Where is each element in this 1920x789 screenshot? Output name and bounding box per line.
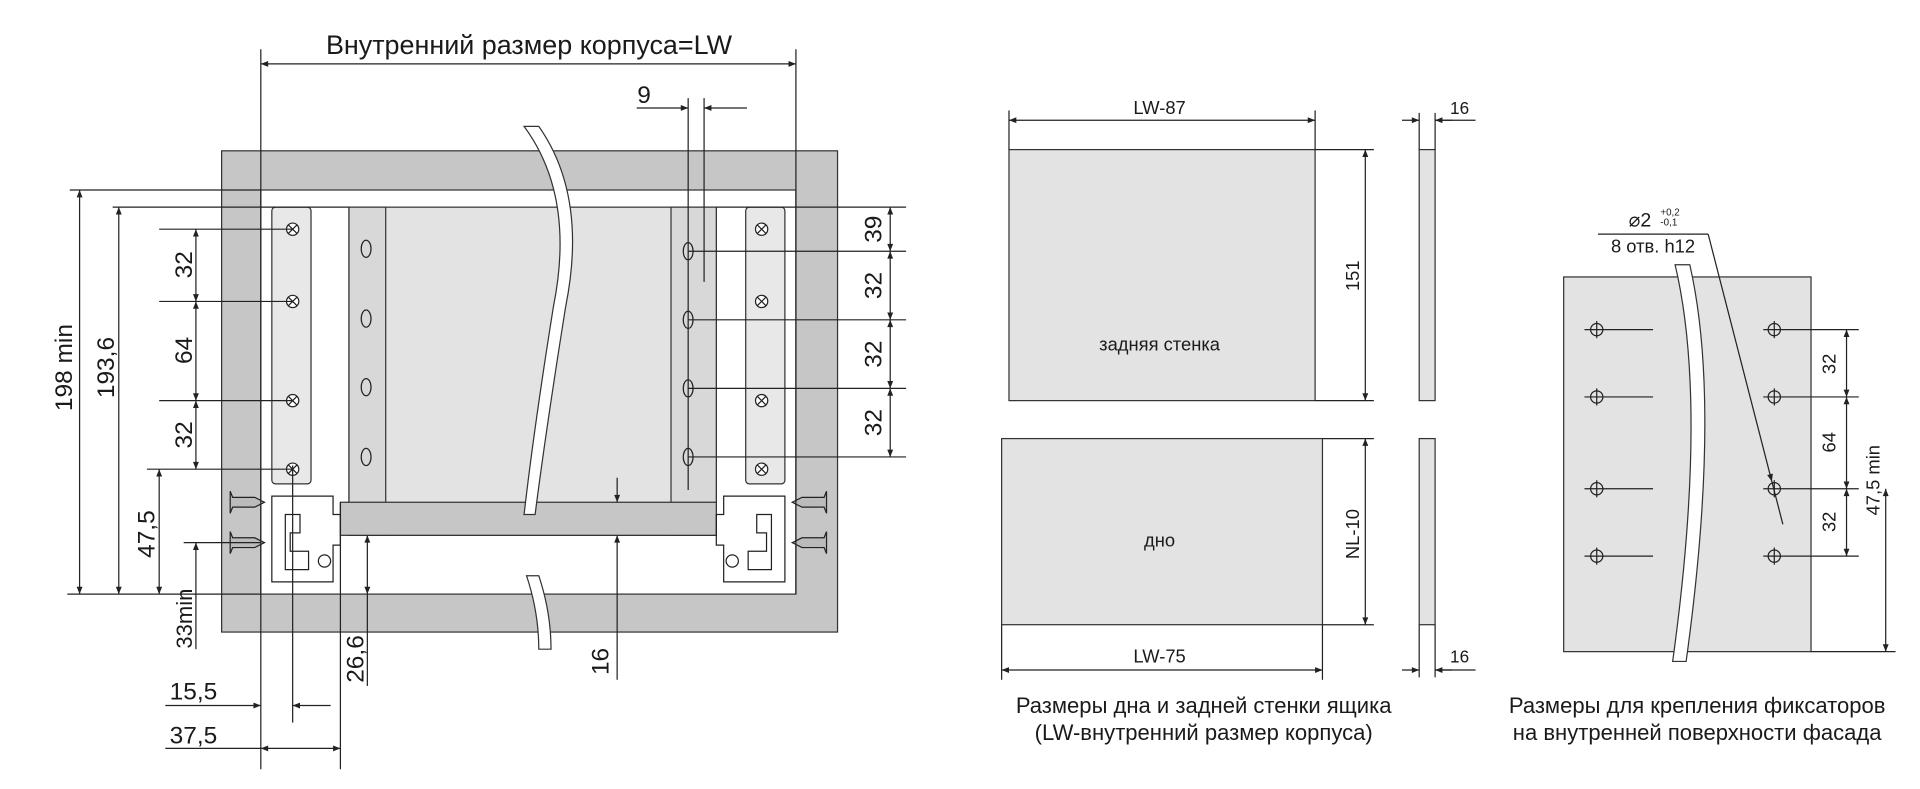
caption-right-1: Размеры для крепления фиксаторов bbox=[1509, 693, 1886, 718]
rear-wall-label: задняя стенка bbox=[1099, 333, 1221, 354]
break-line-top bbox=[522, 125, 574, 516]
dim-32-left-2: 32 bbox=[171, 421, 198, 448]
rear-wall-thickness bbox=[1418, 148, 1436, 402]
screw-cross bbox=[756, 296, 767, 307]
dim-32-facade-2: 32 bbox=[1819, 512, 1840, 532]
oval-hole bbox=[360, 447, 372, 467]
cabinet-section-drawing: Внутренний размер корпуса=LW 9 39 32 32 … bbox=[51, 30, 907, 770]
oval-hole bbox=[360, 309, 372, 328]
dim-lw-87: LW-87 bbox=[1133, 97, 1185, 118]
screw-cross bbox=[287, 296, 298, 307]
break-line-bottom bbox=[525, 575, 552, 650]
caption-middle-2: (LW-внутренний размер корпуса) bbox=[1035, 720, 1373, 745]
dim-32-right-1: 32 bbox=[861, 272, 888, 299]
dim-64-facade: 64 bbox=[1819, 432, 1840, 452]
dim-32-right-2: 32 bbox=[861, 340, 888, 367]
bottom-label: дно bbox=[1144, 529, 1175, 550]
dimension-lines bbox=[67, 49, 907, 770]
dim-47-5-min: 47,5 min bbox=[1863, 445, 1884, 515]
dim-15-5: 15,5 bbox=[170, 678, 218, 705]
leader-arrow bbox=[1707, 233, 1773, 482]
dim-9: 9 bbox=[637, 82, 651, 109]
dim-37-5: 37,5 bbox=[170, 722, 218, 749]
dim-64-left: 64 bbox=[171, 337, 198, 364]
facade-fixing-drawing: ⌀2 +0,2 -0,1 8 отв. h12 32 64 32 47,5 mi… bbox=[1509, 208, 1896, 745]
title-inner-width: Внутренний размер корпуса=LW bbox=[326, 30, 733, 60]
screw-cross bbox=[287, 224, 298, 234]
right-runner bbox=[745, 206, 786, 485]
oval-hole bbox=[360, 377, 372, 397]
wood-screw-icon bbox=[790, 531, 828, 554]
dimension-lines bbox=[1001, 110, 1476, 680]
caption-right-2: на внутренней поверхности фасада bbox=[1513, 720, 1882, 745]
screw-cross bbox=[756, 464, 767, 474]
dim-32-right-3: 32 bbox=[861, 409, 888, 436]
dim-16-top: 16 bbox=[1450, 98, 1469, 118]
left-roller bbox=[317, 554, 332, 568]
right-runner-profile bbox=[715, 495, 786, 583]
caption-middle-1: Размеры дна и задней стенки ящика bbox=[1016, 693, 1392, 718]
screw-cross bbox=[756, 224, 767, 234]
right-roller bbox=[725, 554, 739, 568]
drawer-parts-drawing: задняя стенка дно LW-87 151 16 NL-10 LW-… bbox=[1001, 97, 1476, 745]
oval-hole bbox=[360, 239, 372, 258]
dim-16-left: 16 bbox=[588, 648, 615, 675]
bottom-thickness bbox=[1418, 437, 1436, 626]
dim-32-left-1: 32 bbox=[171, 251, 198, 278]
runner-screws bbox=[285, 222, 769, 476]
dim-198-min: 198 min bbox=[51, 324, 78, 411]
dim-26-6: 26,6 bbox=[343, 635, 370, 683]
screw-cross bbox=[287, 395, 298, 406]
dim-nl-10: NL-10 bbox=[1342, 509, 1363, 559]
wood-screw-icon bbox=[790, 491, 828, 514]
extension-line bbox=[1771, 481, 1784, 525]
tolerance-lower: -0,1 bbox=[1660, 218, 1677, 229]
facade-break-line bbox=[1671, 264, 1706, 663]
dim-151: 151 bbox=[1342, 260, 1363, 291]
hole-note: 8 отв. h12 bbox=[1611, 235, 1695, 256]
dim-39: 39 bbox=[861, 216, 888, 243]
left-runner bbox=[271, 206, 312, 485]
rear-wall-panel bbox=[1008, 148, 1316, 402]
dimension-lines bbox=[1584, 233, 1896, 653]
hole-diameter: ⌀2 bbox=[1629, 210, 1652, 232]
dim-32-facade-1: 32 bbox=[1819, 354, 1840, 374]
left-side-strip bbox=[348, 206, 387, 536]
dim-lw-75: LW-75 bbox=[1133, 646, 1185, 667]
drawer-back-panel bbox=[348, 206, 717, 536]
screw-cross bbox=[756, 395, 767, 406]
wood-screw-icon bbox=[229, 491, 266, 514]
right-side-strip bbox=[670, 206, 717, 536]
bottom-panel bbox=[1001, 437, 1324, 626]
tolerance-upper: +0,2 bbox=[1660, 208, 1679, 219]
dim-47-5: 47,5 bbox=[133, 510, 160, 558]
dim-16-bottom: 16 bbox=[1450, 647, 1469, 667]
dim-33-min: 33min bbox=[172, 589, 197, 649]
dim-193-6: 193,6 bbox=[93, 337, 120, 398]
